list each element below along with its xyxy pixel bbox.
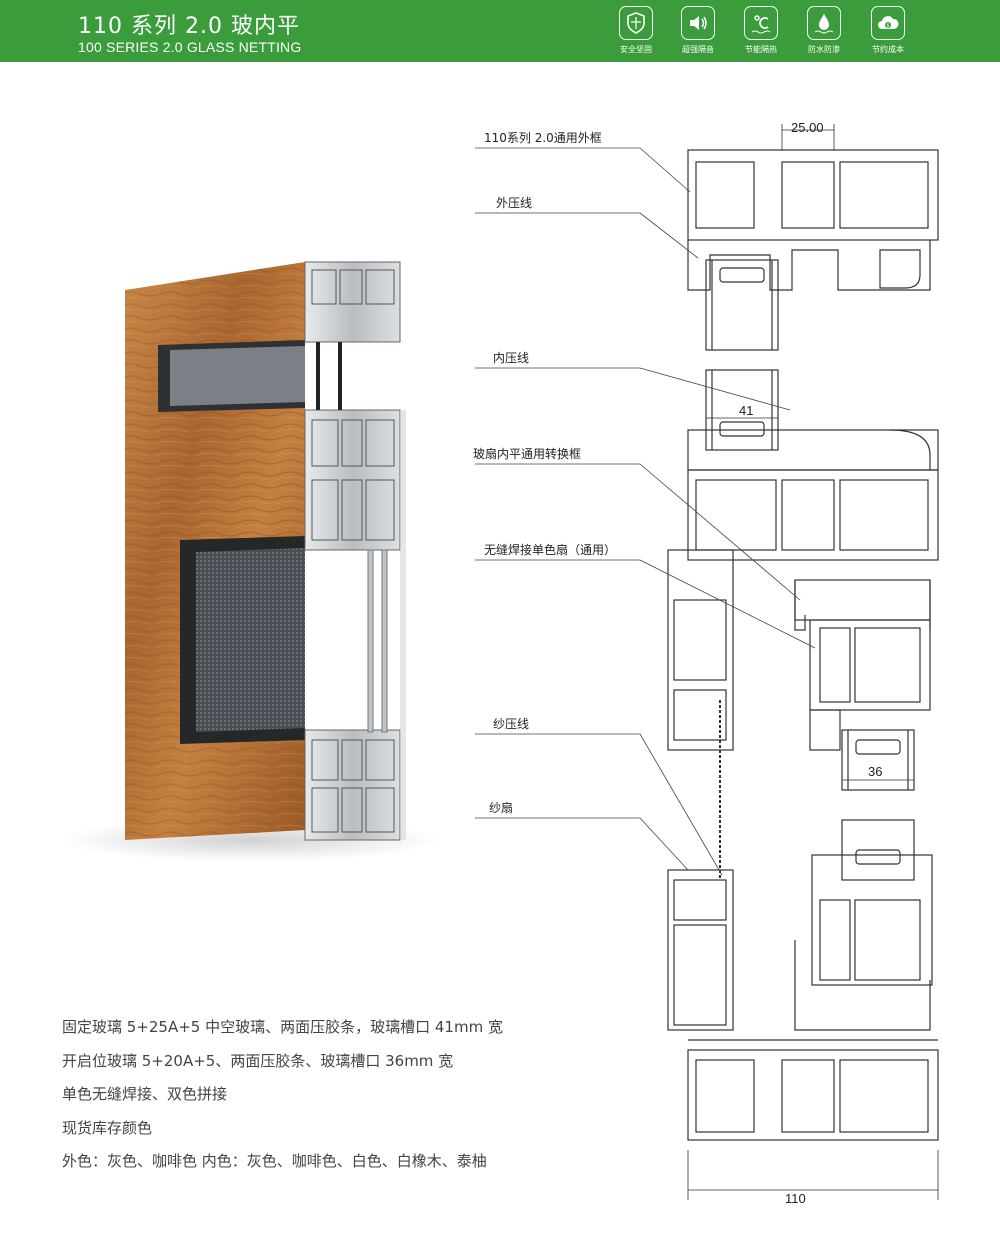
dimension-label: 41 — [739, 403, 754, 418]
spec-line: 开启位玻璃 5+20A+5、两面压胶条、玻璃槽口 36mm 宽 — [62, 1051, 454, 1070]
cloud-coin-icon: $ — [871, 6, 905, 40]
spec-list: 固定玻璃 5+25A+5 中空玻璃、两面压胶条，玻璃槽口 41mm 宽 开启位玻… — [62, 1017, 503, 1185]
feature-soundproof: 超强隔音 — [668, 6, 728, 55]
cross-section-drawing — [475, 124, 939, 1200]
callout-converter-frame: 玻扇内平通用转换框 — [471, 445, 584, 462]
callout-sash: 无缝焊接单色扇（通用） — [482, 541, 619, 558]
feature-waterproof: 防水防渗 — [794, 6, 854, 55]
spec-line: 单色无缝焊接、双色拼接 — [62, 1085, 228, 1103]
spec-line: 固定玻璃 5+25A+5 中空玻璃、两面压胶条，玻璃槽口 41mm 宽 — [62, 1018, 503, 1036]
feature-cost-saving: $ 节约成本 — [858, 6, 918, 55]
dimension-label: 36 — [868, 764, 883, 779]
callout-outer-bead: 外压线 — [494, 194, 535, 211]
feature-insulation: 节能隔热 — [731, 6, 791, 55]
spec-line: 现货库存颜色 — [62, 1118, 153, 1137]
header-bar: 110 系列 2.0 玻内平 100 SERIES 2.0 GLASS NETT… — [0, 0, 1000, 62]
speaker-icon — [681, 6, 715, 40]
spec-line: 外色：灰色、咖啡色 内色：灰色、咖啡色、白色、白橡木、泰柚 — [62, 1152, 487, 1170]
page-title: 110 系列 2.0 玻内平 — [78, 14, 300, 39]
page-subtitle: 100 SERIES 2.0 GLASS NETTING — [78, 39, 302, 55]
water-drop-icon — [807, 6, 841, 40]
feature-safety: 安全坚固 — [606, 6, 666, 55]
thermometer-celsius-icon — [744, 6, 778, 40]
shield-icon — [619, 6, 653, 40]
svg-text:$: $ — [886, 23, 889, 29]
dimension-label: 110 — [785, 1191, 806, 1206]
callout-screen-sash: 纱扇 — [487, 799, 516, 816]
callout-screen-bead: 纱压线 — [491, 715, 532, 732]
callout-inner-bead: 内压线 — [491, 349, 532, 366]
callout-outer-frame: 110系列 2.0通用外框 — [482, 129, 604, 146]
dimension-label: 25.00 — [791, 120, 824, 135]
window-section-photo — [60, 261, 440, 862]
